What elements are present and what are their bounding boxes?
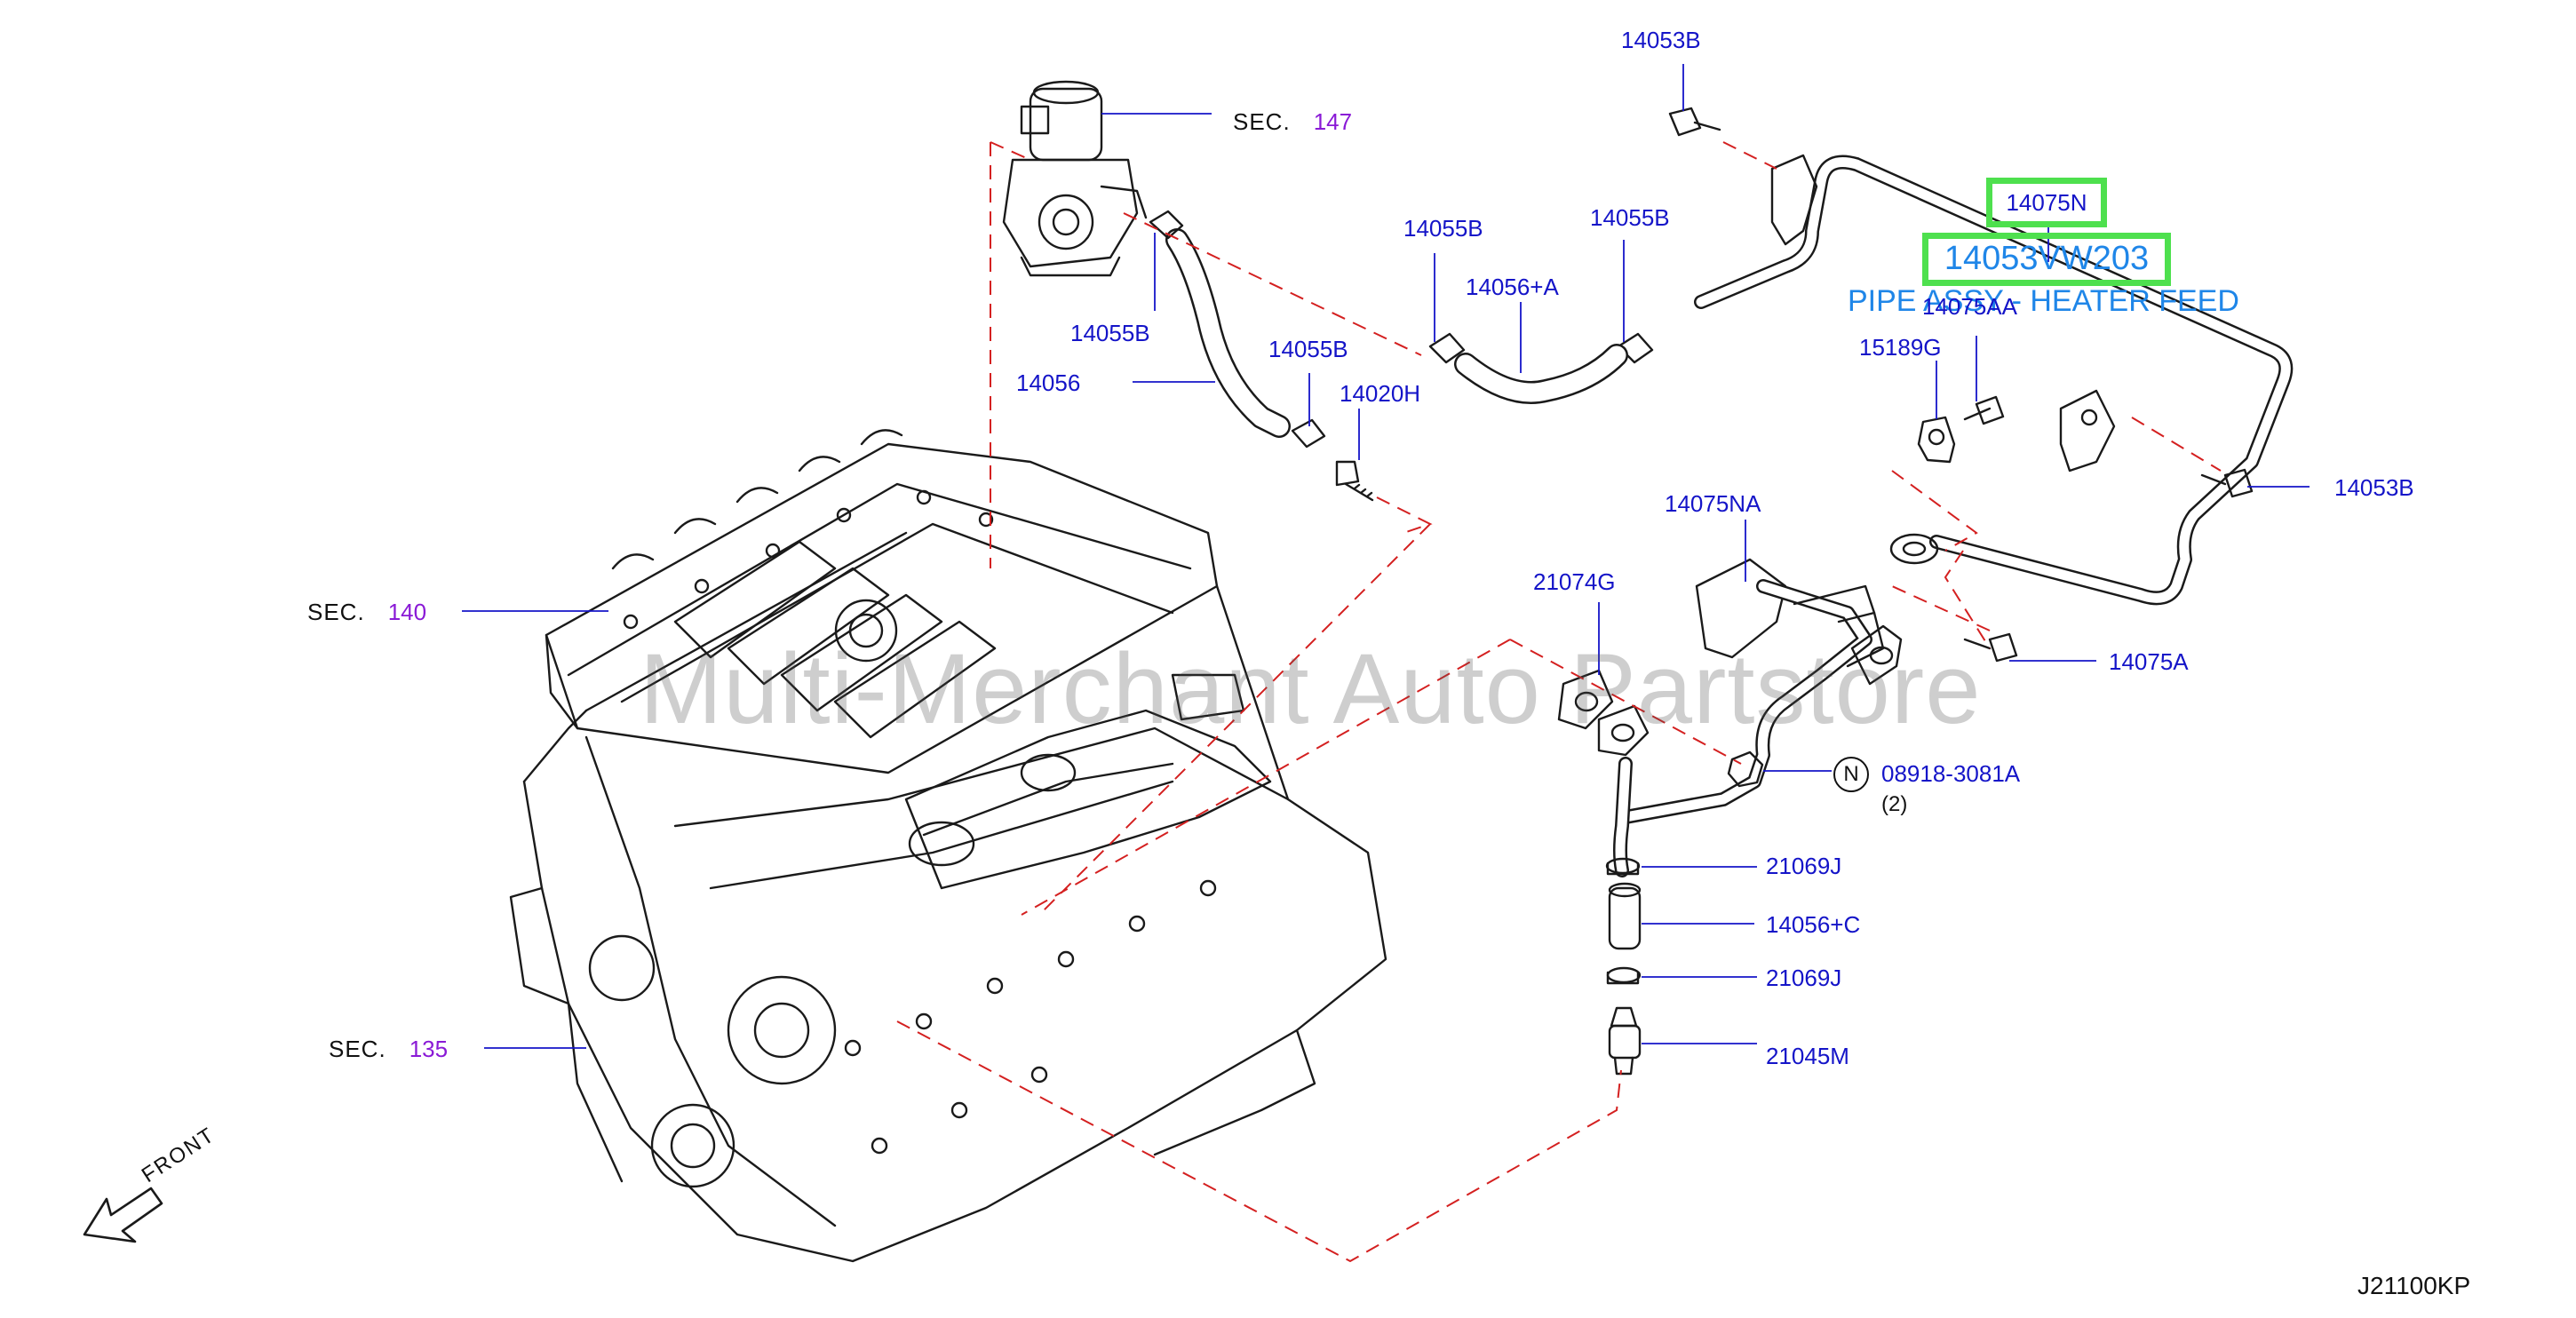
section-word: SEC. [307,599,365,625]
section-ref-135[interactable]: SEC. 135 [329,1037,448,1060]
part-label-14075a[interactable]: 14075A [2109,648,2189,675]
section-number[interactable]: 147 [1313,108,1353,135]
part-label-14075n[interactable]: 14075N [2006,189,2087,216]
part-label-21074g[interactable]: 21074G [1533,568,1616,595]
n-marker-circle: N [1833,757,1869,792]
bolt-14020h-drawing [1335,460,1374,502]
part-label-08918-3081a[interactable]: 08918-3081A [1881,760,2021,787]
diagram-code: J21100KP [2357,1272,2471,1299]
engine-block-drawing [509,429,1387,1263]
clamp-drawings [1149,210,1654,449]
part-label-14055b-c[interactable]: 14055B [1070,320,1150,346]
highlight-box-14053vw203[interactable]: 14053VW203 [1922,233,2171,286]
part-label-14075na[interactable]: 14075NA [1665,490,1761,517]
section-number[interactable]: 140 [387,599,427,625]
part-description-pipe-assy: PIPE ASSY - HEATER FEED [1848,284,2239,318]
part-label-15189g[interactable]: 15189G [1859,334,1942,361]
part-label-21069j-upper[interactable]: 21069J [1766,853,1842,879]
part-label-21045m[interactable]: 21045M [1766,1043,1849,1069]
part-label-14053vw203[interactable]: 14053VW203 [1944,240,2150,277]
nut-drawing [1727,750,1764,788]
section-word: SEC. [1233,108,1291,135]
water-pipe-drawing [1557,558,1903,877]
section-ref-147[interactable]: SEC. 147 [1233,110,1352,133]
part-quantity-08918: (2) [1881,792,1908,816]
part-label-14056a[interactable]: 14056+A [1466,274,1559,300]
front-arrow [83,1187,163,1243]
section-word: SEC. [329,1036,386,1062]
part-label-14056c[interactable]: 14056+C [1766,911,1861,938]
part-label-14055b-d[interactable]: 14055B [1268,336,1348,362]
part-label-14053b-right[interactable]: 14053B [2334,474,2414,501]
part-label-14055b-b[interactable]: 14055B [1590,204,1670,231]
section-ref-140[interactable]: SEC. 140 [307,600,426,623]
bolt-drawings [1668,107,2254,663]
section-number[interactable]: 135 [409,1036,449,1062]
part-label-14053b-top[interactable]: 14053B [1621,27,1701,53]
part-label-21069j-lower[interactable]: 21069J [1766,965,1842,991]
highlight-box-14075n[interactable]: 14075N [1986,178,2107,227]
part-label-14055b-a[interactable]: 14055B [1403,215,1483,242]
part-label-14020h[interactable]: 14020H [1340,380,1421,407]
part-label-14056[interactable]: 14056 [1016,369,1081,396]
part-label-14075aa[interactable]: 14075AA [1922,293,2017,320]
lower-hose-stack-drawing [1605,857,1642,1076]
egr-valve-drawing [1002,80,1148,277]
watermark-text: Multi-Merchant Auto Partstore [640,633,1982,744]
clip-15189g-drawing [1917,416,1956,464]
heater-feed-pipe-drawing [1694,154,2294,606]
